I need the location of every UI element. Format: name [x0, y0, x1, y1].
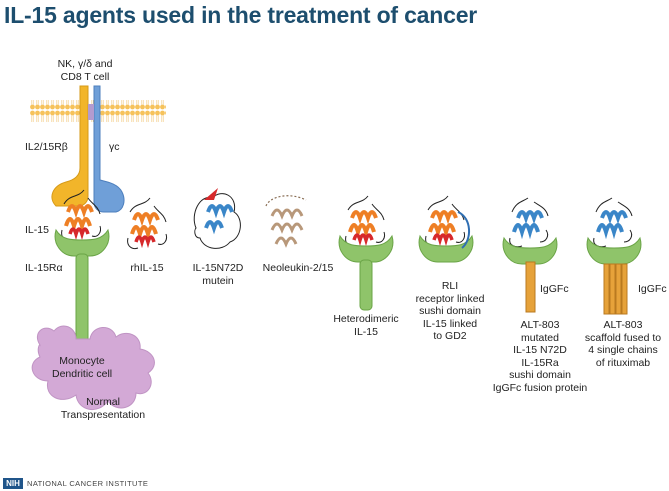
scaffold-fc-label: IgGFc — [638, 283, 667, 295]
alt803-igg-fc — [525, 261, 536, 313]
nih-logo: NIH — [3, 478, 23, 489]
chain-junction — [88, 104, 94, 120]
hetero-il15 — [343, 194, 387, 249]
alt803-il15 — [507, 196, 550, 249]
gamma-chain-label: γc — [109, 141, 120, 153]
agent-label-rhil15: rhIL-15 — [130, 262, 164, 274]
scaffold-igg-fc — [603, 263, 628, 315]
scaffold-sushi — [586, 237, 642, 265]
scaffold-il15 — [591, 196, 634, 249]
rli-linker — [457, 211, 470, 249]
institute-name: NATIONAL CANCER INSTITUTE — [27, 479, 149, 488]
gamma-c-chain — [93, 85, 125, 213]
alt803-fc-label: IgGFc — [540, 283, 569, 295]
il15n72d-molecule — [193, 188, 241, 249]
agent-label-neoleukin: Neoleukin-2/15 — [262, 262, 334, 274]
page-title: IL-15 agents used in the treatment of ca… — [4, 2, 478, 28]
hetero-stalk — [359, 259, 373, 311]
neoleukin-molecule — [265, 195, 307, 248]
rhil15-molecule — [125, 196, 169, 251]
il15-label: IL-15 — [25, 224, 49, 236]
dendritic-cell — [31, 325, 155, 410]
rli-il15 — [423, 194, 467, 249]
beta-chain-label: IL2/15Rβ — [25, 141, 68, 153]
ralpha-label: IL-15Rα — [25, 262, 63, 274]
alt803-sushi — [502, 237, 558, 265]
il2-15r-beta-chain — [51, 85, 89, 207]
